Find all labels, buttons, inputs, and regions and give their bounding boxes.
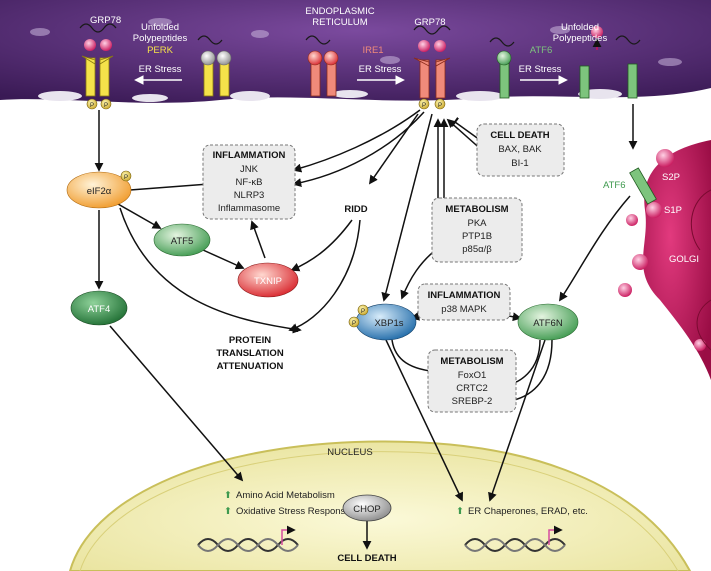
- chop-label: CHOP: [353, 504, 380, 515]
- up-arrow-icon-3: ⬆: [456, 506, 464, 517]
- er-stress-right-label: ER Stress: [519, 64, 562, 75]
- svg-text:PTP1B: PTP1B: [462, 231, 492, 242]
- svg-text:METABOLISM: METABOLISM: [440, 356, 503, 367]
- unfolded-left-line2: Polypeptides: [133, 33, 188, 44]
- grp78-center-label: GRP78: [414, 17, 445, 28]
- s1p-label: S1P: [664, 205, 682, 216]
- chop-node: [342, 494, 392, 522]
- svg-text:FoxO1: FoxO1: [458, 370, 487, 381]
- pta-line1: PROTEIN: [229, 335, 271, 346]
- svg-text:SREBP-2: SREBP-2: [452, 396, 493, 407]
- unfolded-right-line1: Unfolded: [561, 22, 599, 33]
- ire1-receptor-inactive: [305, 35, 339, 97]
- atf6n-label: ATF6N: [533, 318, 563, 329]
- up-arrow-icon-1: ⬆: [224, 490, 232, 501]
- eif2a-node: P: [66, 170, 132, 209]
- svg-text:P: P: [422, 103, 426, 109]
- amino-acid-text: Amino Acid Metabolism: [236, 490, 335, 501]
- dna-left-icon: [197, 525, 299, 552]
- svg-text:BAX, BAK: BAX, BAK: [498, 144, 542, 155]
- svg-text:PKA: PKA: [467, 218, 487, 229]
- svg-text:P: P: [438, 103, 442, 109]
- unfolded-right-line2: Polypeptides: [553, 33, 608, 44]
- s2p-label: S2P: [662, 172, 680, 183]
- svg-text:P: P: [352, 321, 356, 327]
- svg-text:P: P: [104, 103, 108, 109]
- xbp1s-label: XBP1s: [374, 318, 403, 329]
- ire1-label: IRE1: [362, 45, 383, 56]
- er-title-line2: RETICULUM: [312, 17, 368, 28]
- perk-receptor-active: [79, 23, 117, 97]
- perk-phospho: P P: [86, 98, 112, 110]
- nucleus-label: NUCLEUS: [327, 447, 372, 458]
- atf6-receptor-released: [579, 26, 641, 99]
- svg-text:INFLAMMATION: INFLAMMATION: [213, 150, 286, 161]
- ire1-phospho: P P: [418, 98, 446, 110]
- metabolism-box-top: METABOLISM PKA PTP1B p85α/β: [431, 197, 523, 263]
- inflammation-box-mid: INFLAMMATION p38 MAPK: [417, 283, 511, 321]
- golgi-label: GOLGI: [669, 254, 699, 265]
- svg-text:p85α/β: p85α/β: [462, 244, 492, 255]
- svg-text:METABOLISM: METABOLISM: [445, 204, 508, 215]
- svg-text:P: P: [361, 309, 365, 315]
- inflammation-box-top: INFLAMMATION JNK NF-κB NLRP3 Inflammasom…: [202, 144, 296, 220]
- golgi: [618, 140, 711, 380]
- atf5-node: [153, 223, 211, 257]
- xbp1s-node: P P: [348, 303, 417, 341]
- unfolded-left-line1: Unfolded: [141, 22, 179, 33]
- txnip-node: [237, 262, 299, 298]
- cell-death-box: CELL DEATH BAX, BAK BI-1: [476, 123, 565, 177]
- atf4-node: [70, 290, 128, 326]
- metabolism-box-bottom: METABOLISM FoxO1 CRTC2 SREBP-2: [427, 349, 517, 413]
- perk-receptor-inactive: [197, 35, 232, 97]
- oxidative-stress-text: Oxidative Stress Response, etc.: [236, 506, 371, 517]
- svg-text:P: P: [90, 103, 94, 109]
- ire1-receptor-active: [413, 25, 451, 99]
- cell-death-bottom-label: CELL DEATH: [337, 553, 396, 564]
- svg-text:P: P: [124, 175, 128, 181]
- atf6-receptor-inactive: [489, 37, 515, 99]
- er-stress-center-label: ER Stress: [359, 64, 402, 75]
- er-title-line1: ENDOPLASMIC: [305, 6, 374, 17]
- svg-text:CRTC2: CRTC2: [456, 383, 488, 394]
- er-stress-left-label: ER Stress: [139, 64, 182, 75]
- atf6-label: ATF6: [530, 45, 553, 56]
- svg-text:INFLAMMATION: INFLAMMATION: [428, 290, 501, 301]
- svg-text:NF-κB: NF-κB: [236, 177, 263, 188]
- eif2a-label: eIF2α: [87, 186, 112, 197]
- atf6-golgi-label: ATF6: [603, 180, 626, 191]
- atf6n-node: [517, 303, 579, 341]
- atf6-golgi-fragment: [629, 167, 657, 205]
- up-arrow-icon-2: ⬆: [224, 506, 232, 517]
- perk-label: PERK: [147, 45, 174, 56]
- er-chaperones-text: ER Chaperones, ERAD, etc.: [468, 506, 588, 517]
- svg-text:CELL DEATH: CELL DEATH: [490, 130, 549, 141]
- atf4-label: ATF4: [88, 304, 111, 315]
- grp78-left-label: GRP78: [90, 15, 121, 26]
- svg-text:Inflammasome: Inflammasome: [218, 203, 280, 214]
- pta-line3: ATTENUATION: [217, 361, 284, 372]
- dna-right-icon: [464, 525, 566, 552]
- svg-text:p38 MAPK: p38 MAPK: [441, 304, 487, 315]
- svg-text:NLRP3: NLRP3: [234, 190, 265, 201]
- ridd-label: RIDD: [344, 204, 367, 215]
- atf5-label: ATF5: [171, 236, 194, 247]
- svg-text:BI-1: BI-1: [511, 158, 528, 169]
- svg-text:JNK: JNK: [240, 164, 259, 175]
- txnip-label: TXNIP: [254, 276, 282, 287]
- pta-line2: TRANSLATION: [216, 348, 284, 359]
